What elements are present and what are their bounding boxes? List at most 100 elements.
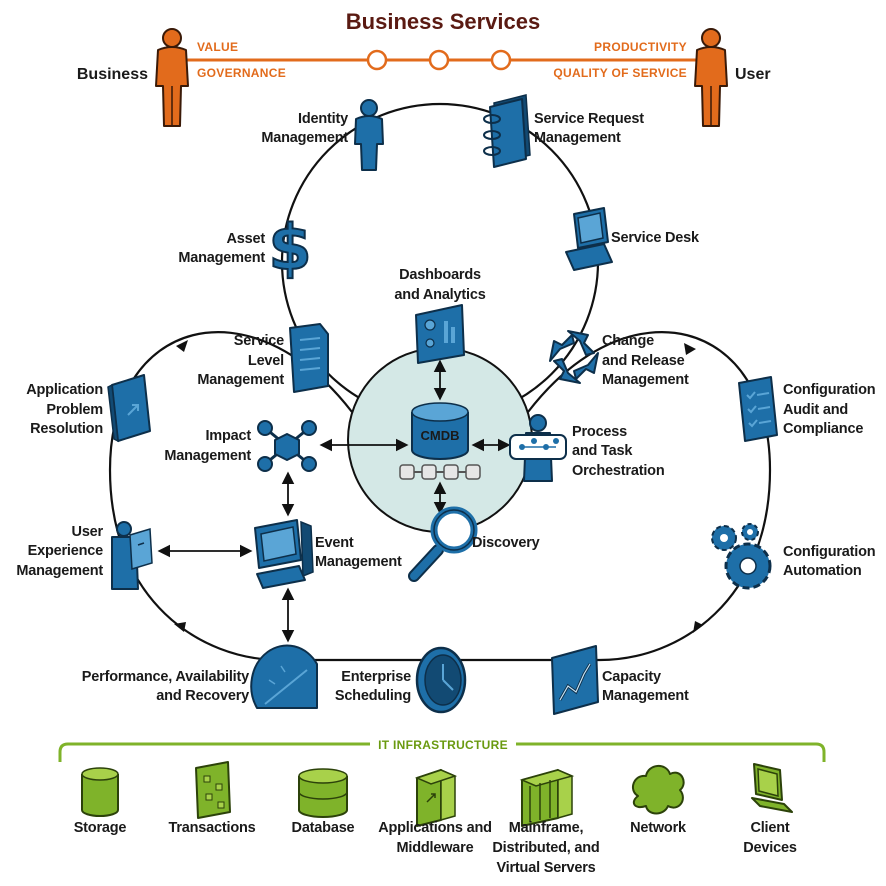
storage-icon: [81, 767, 119, 817]
service-request-label-line-1: Service Request: [534, 111, 644, 127]
business-services-header: Business Services VALUE GOVERNANCE PRODU…: [77, 9, 771, 127]
config-automation-label-line-1: Configuration: [783, 544, 875, 560]
service-level-label-line-3: Management: [197, 372, 284, 388]
node-enterprise-scheduling: Enterprise Scheduling: [335, 669, 411, 704]
user-label: User: [735, 66, 771, 83]
storage-label: Storage: [74, 820, 127, 836]
app-problem-label-line-2: Problem: [46, 402, 103, 418]
node-dashboards: Dashboards and Analytics: [394, 267, 485, 303]
service-request-binder-icon: [483, 94, 531, 168]
user-experience-label-line-2: Experience: [28, 543, 104, 559]
impact-network-icon: [257, 420, 317, 472]
change-release-label-line-1: Change: [602, 333, 654, 349]
ring-arrow: [174, 622, 186, 632]
node-asset-management: Asset Management: [178, 231, 265, 266]
change-release-label-line-2: and Release: [602, 353, 685, 369]
node-service-request: Service Request Management: [534, 111, 644, 146]
node-capacity-management: Capacity Management: [602, 669, 689, 704]
node-application-problem: Application Problem Resolution: [26, 382, 103, 437]
identity-label-line-2: Management: [261, 130, 348, 146]
value-node: [366, 49, 388, 71]
node-process-task: Process and Task Orchestration: [572, 424, 665, 479]
dashboards-tablet-icon: [415, 304, 465, 364]
service-desk-label: Service Desk: [611, 230, 700, 246]
node-change-release: Change and Release Management: [602, 333, 689, 388]
user-person-icon: [694, 28, 728, 127]
database-label: Database: [292, 820, 355, 836]
cmdb-label: CMDB: [421, 428, 460, 443]
quality-of-service-label: QUALITY OF SERVICE: [553, 66, 687, 80]
value-node: [428, 49, 450, 71]
asset-label-line-2: Management: [178, 250, 265, 266]
servers-icon: [519, 768, 575, 827]
scheduling-label-line-1: Enterprise: [341, 669, 411, 685]
service-level-label-line-1: Service: [234, 333, 284, 349]
applications-label-line-1: Applications and: [378, 820, 492, 836]
servers-label-line-3: Virtual Servers: [496, 860, 595, 876]
event-computer-icon: [254, 519, 314, 589]
scheduling-clock-icon: [415, 646, 467, 714]
capacity-label-line-1: Capacity: [602, 669, 661, 685]
identity-label-line-1: Identity: [298, 111, 348, 127]
config-audit-label-line-1: Configuration: [783, 382, 875, 398]
client-devices-label-line-1: Client: [750, 820, 789, 836]
node-event-management: Event Management: [315, 535, 402, 570]
user-experience-icon: [111, 521, 153, 590]
connectors: [157, 359, 511, 643]
impact-label-line-1: Impact: [205, 428, 251, 444]
capacity-label-line-2: Management: [602, 688, 689, 704]
configuration-automation-gears-icon: [711, 523, 772, 590]
dashboards-label-line-2: and Analytics: [394, 287, 485, 303]
node-configuration-automation: Configuration Automation: [783, 544, 876, 579]
performance-label-line-2: and Recovery: [156, 688, 249, 704]
app-problem-label-line-1: Application: [26, 382, 103, 398]
cmdb-database-icon: [411, 402, 469, 460]
change-release-label-line-3: Management: [602, 372, 689, 388]
node-configuration-audit: Configuration Audit and Compliance: [783, 382, 876, 437]
transactions-icon: [195, 761, 231, 819]
transactions-label: Transactions: [168, 820, 255, 836]
business-person-icon: [155, 28, 189, 127]
governance-label: GOVERNANCE: [197, 66, 286, 80]
ring-arrow: [176, 340, 188, 352]
svg-text:$: $: [268, 211, 311, 284]
client-devices-label-line-2: Devices: [743, 840, 797, 856]
business-label: Business: [77, 66, 148, 83]
user-experience-label-line-3: Management: [16, 563, 103, 579]
process-task-label-line-3: Orchestration: [572, 463, 664, 479]
service-desk-monitor-icon: [565, 207, 613, 271]
scheduling-label-line-2: Scheduling: [335, 688, 411, 704]
discovery-label: Discovery: [472, 535, 540, 551]
infra-bracket-right: [516, 742, 826, 762]
network-label: Network: [630, 820, 687, 836]
process-orchestration-icon: [509, 414, 567, 482]
value-label: VALUE: [197, 40, 238, 54]
it-infrastructure-section: IT INFRASTRUCTURE: [58, 738, 826, 876]
ring-arrow: [693, 621, 703, 633]
asset-dollar-icon: $: [267, 210, 312, 285]
event-label-line-2: Management: [315, 554, 402, 570]
application-problem-book-icon: [107, 374, 151, 443]
network-icon: [631, 765, 685, 815]
node-identity-management: Identity Management: [261, 111, 348, 146]
left-ring: [108, 331, 353, 662]
servers-label-line-2: Distributed, and: [492, 840, 599, 856]
service-request-label-line-2: Management: [534, 130, 621, 146]
config-automation-label-line-2: Automation: [783, 563, 862, 579]
applications-label-line-2: Middleware: [397, 840, 474, 856]
discovery-magnifier-icon: [408, 506, 478, 582]
capacity-chart-icon: [551, 645, 599, 715]
user-experience-label-line-1: User: [72, 524, 104, 540]
diagram-title: Business Services: [346, 9, 540, 34]
infra-bracket-left: [58, 742, 370, 762]
node-performance: Performance, Availability and Recovery: [82, 669, 250, 704]
applications-icon: [414, 768, 458, 827]
productivity-label: PRODUCTIVITY: [594, 40, 687, 54]
process-task-label-line-2: and Task: [572, 443, 633, 459]
performance-gauge-icon: [250, 644, 318, 709]
service-level-document-icon: [289, 323, 329, 393]
impact-label-line-2: Management: [164, 448, 251, 464]
performance-label-line-1: Performance, Availability: [82, 669, 249, 685]
configuration-audit-clipboard-icon: [738, 376, 778, 442]
